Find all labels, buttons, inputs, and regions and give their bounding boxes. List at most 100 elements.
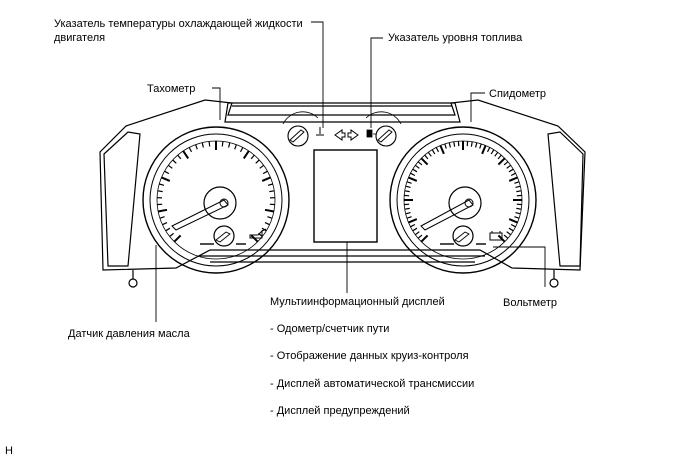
- mount-tab-right: [549, 278, 559, 288]
- gauge-tick: [508, 227, 514, 232]
- gauge-tick: [406, 216, 412, 219]
- gauge-tick: [486, 147, 491, 153]
- gauge-tick: [406, 181, 412, 184]
- label-oil-pressure: Датчик давления масла: [68, 328, 190, 340]
- gauge-tick: [410, 223, 416, 228]
- leader-coolant: [311, 21, 324, 128]
- gauge-tick: [408, 218, 418, 224]
- gauge-tick: [261, 176, 271, 182]
- gauge-tick: [165, 227, 171, 232]
- gauge-tick: [157, 190, 163, 193]
- gauge-tick: [157, 208, 168, 213]
- gauge-tick: [250, 154, 255, 160]
- coolant-temperature-gauge: [282, 111, 319, 147]
- gauge-tick: [506, 231, 512, 236]
- gauge-tick: [514, 181, 520, 184]
- gauge-tick: [177, 154, 182, 160]
- gauge-tick: [508, 218, 518, 224]
- gauge-tick: [420, 234, 429, 243]
- gauge-tick: [448, 142, 451, 148]
- gauge-tick: [221, 141, 224, 147]
- label-fuel-gauge: Указатель уровня топлива: [388, 32, 523, 44]
- display-item: - Отображение данных круиз-контроля: [270, 350, 469, 362]
- left-wing: [103, 131, 141, 267]
- gauge-tick: [514, 216, 520, 219]
- fuel-gauge: [365, 111, 402, 147]
- gauge-tick: [239, 147, 244, 153]
- label-multi-information-display: Мультиинформационный дисплей: [270, 296, 445, 308]
- gauge-tick: [444, 143, 447, 149]
- gauge-tick: [405, 185, 411, 188]
- leader-lines: [155, 21, 546, 322]
- gauge-tick: [234, 144, 237, 150]
- gauge-tick: [417, 234, 423, 239]
- gauge-tick: [427, 151, 432, 157]
- tachometer-needle: [171, 199, 229, 231]
- gauge-tick: [412, 168, 418, 173]
- gauge-tick: [516, 190, 522, 193]
- display-item: - Дисплей автоматической трансмиссии: [270, 378, 475, 390]
- gauge-tick: [159, 183, 165, 186]
- oil-can-icon: [249, 228, 267, 239]
- leader-tachometer: [212, 87, 221, 120]
- speedometer-hub: [448, 186, 482, 220]
- gauge-tick: [515, 185, 521, 188]
- tachometer-gauge: [142, 126, 290, 274]
- tachometer-hub: [203, 186, 237, 220]
- multi-information-display-screen: [313, 149, 378, 243]
- gauge-tick: [503, 161, 509, 166]
- gauge-tick: [172, 159, 177, 164]
- speedometer-gauge: [389, 126, 537, 274]
- gauge-tick: [420, 157, 429, 166]
- display-item: - Дисплей предупреждений: [270, 405, 410, 417]
- gauge-tick: [475, 142, 478, 148]
- battery-icon: [489, 231, 503, 241]
- leader-voltmeter: [493, 246, 546, 287]
- gauge-tick: [431, 149, 436, 155]
- gauge-tick: [497, 154, 502, 160]
- voltmeter-gauge: [452, 225, 474, 247]
- gauge-tick: [508, 176, 518, 182]
- gauge-tick: [182, 150, 190, 159]
- fuel-pump-icon: [366, 129, 376, 138]
- gauge-tick: [404, 207, 410, 210]
- gauge-tick: [255, 159, 260, 164]
- gauge-tick: [412, 227, 418, 232]
- gauge-tick: [470, 141, 473, 147]
- gauge-tick: [453, 141, 456, 147]
- gauge-tick: [169, 232, 174, 237]
- gauge-tick: [510, 223, 516, 228]
- gauge-tick: [269, 190, 275, 193]
- gauge-tick: [161, 176, 171, 182]
- gauge-tick: [250, 234, 259, 243]
- gauge-tick: [424, 154, 429, 160]
- leader-fuel: [370, 37, 383, 128]
- leader-speedometer: [470, 92, 485, 122]
- gauge-tick: [410, 172, 416, 177]
- gauge-tick: [159, 216, 165, 219]
- turn-signal-right-icon: [347, 129, 359, 141]
- gauge-tick: [164, 170, 170, 175]
- gauge-tick: [510, 172, 516, 177]
- gauge-tick: [264, 208, 275, 213]
- gauge-tick: [267, 216, 273, 219]
- coolant-temperature-icon: [316, 127, 324, 136]
- label-speedometer: Спидометр: [489, 88, 547, 100]
- gauge-tick: [508, 168, 514, 173]
- gauge-tick: [435, 147, 440, 153]
- cluster-housing: [99, 99, 586, 271]
- mount-tab-left: [128, 278, 138, 288]
- gauge-tick: [506, 164, 512, 169]
- label-tachometer: Тахометр: [147, 83, 196, 95]
- gauge-tick: [515, 212, 521, 215]
- gauge-tick: [173, 234, 182, 243]
- label-voltmeter: Вольтметр: [503, 297, 558, 309]
- gauge-tick: [479, 143, 482, 149]
- gauge-tick: [408, 176, 418, 182]
- gauge-tick: [516, 207, 522, 210]
- gauge-tick: [414, 164, 420, 169]
- gauge-tick: [162, 222, 168, 226]
- gauge-tick: [417, 161, 423, 166]
- gauge-tick: [259, 164, 265, 169]
